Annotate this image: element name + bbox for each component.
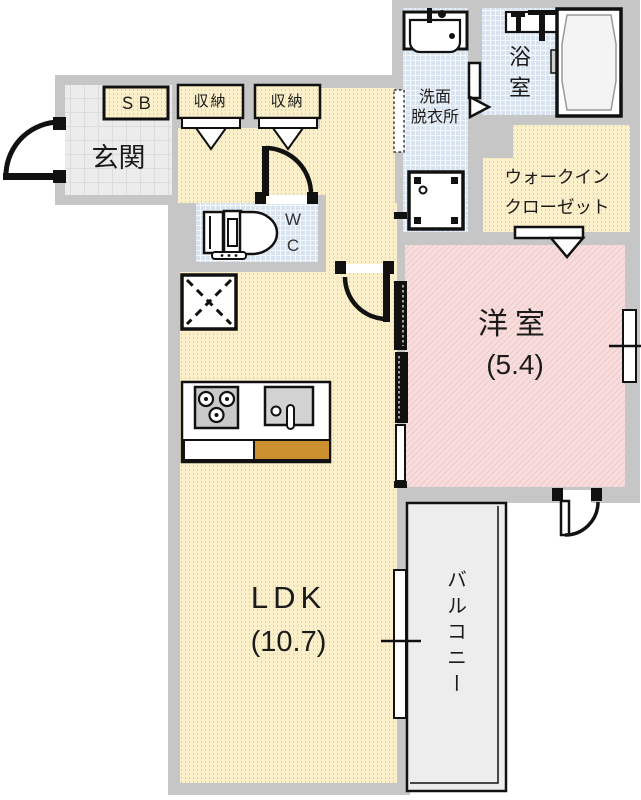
ldk-name: LDK xyxy=(250,580,327,615)
shoe-box xyxy=(102,85,170,121)
room-corridor xyxy=(320,88,395,203)
bathroom-door xyxy=(467,61,492,120)
balcony-label: バルコニー xyxy=(443,569,466,699)
storage-left-label: 収納 xyxy=(193,93,228,110)
bathroom-label: 浴室 xyxy=(506,45,531,107)
room-wic-upper xyxy=(513,125,630,158)
window-western xyxy=(609,309,641,383)
toilet xyxy=(202,209,279,260)
ldk-label: LDK (10.7) xyxy=(180,576,397,664)
stove-burners xyxy=(197,390,236,424)
room-wic-lower xyxy=(483,158,630,232)
washroom-label-line1: 洗面 xyxy=(418,89,451,106)
western-room-size: (5.4) xyxy=(486,349,544,380)
wc-door xyxy=(255,145,318,204)
ldk-size: (10.7) xyxy=(250,626,327,658)
sink-drain xyxy=(270,405,282,417)
balcony-door xyxy=(552,488,602,537)
sliding-door-ldk-western xyxy=(394,212,408,488)
entrance-door xyxy=(3,117,66,183)
washing-machine-pan xyxy=(407,170,465,231)
wic-door xyxy=(513,225,586,259)
wc-label-line1: W xyxy=(284,210,302,229)
washroom-label: 洗面 脱衣所 xyxy=(398,88,472,128)
wc-label: W C xyxy=(280,207,306,259)
shoe-box-label: ＳＢ xyxy=(119,94,153,113)
sink-faucet xyxy=(286,404,295,430)
storage-right xyxy=(253,83,322,151)
wc-label-line2: C xyxy=(286,236,300,255)
balcony xyxy=(405,501,508,793)
kitchen-counter xyxy=(180,380,332,464)
vanity-sink xyxy=(402,8,469,54)
window-ldk xyxy=(381,569,421,719)
room-western xyxy=(405,245,625,487)
washroom-label-line2: 脱衣所 xyxy=(410,109,459,126)
ldk-door xyxy=(335,261,394,322)
storage-left xyxy=(176,83,245,151)
western-room-name: 洋室 xyxy=(478,308,552,341)
wic-label: ウォークイン クローゼット xyxy=(481,162,633,222)
wic-label-line2: クローゼット xyxy=(504,197,610,217)
interior-walls xyxy=(180,195,326,272)
storage-right-label: 収納 xyxy=(270,93,305,110)
entrance-label: 玄関 xyxy=(91,143,146,173)
wic-label-line1: ウォークイン xyxy=(504,167,610,187)
western-room-label: 洋室 (5.4) xyxy=(405,305,625,385)
room-hallway xyxy=(178,128,320,203)
counter-accent xyxy=(253,439,331,461)
pocket-door-washroom xyxy=(393,89,405,153)
refrigerator-space xyxy=(180,273,238,331)
bathtub xyxy=(555,7,623,118)
